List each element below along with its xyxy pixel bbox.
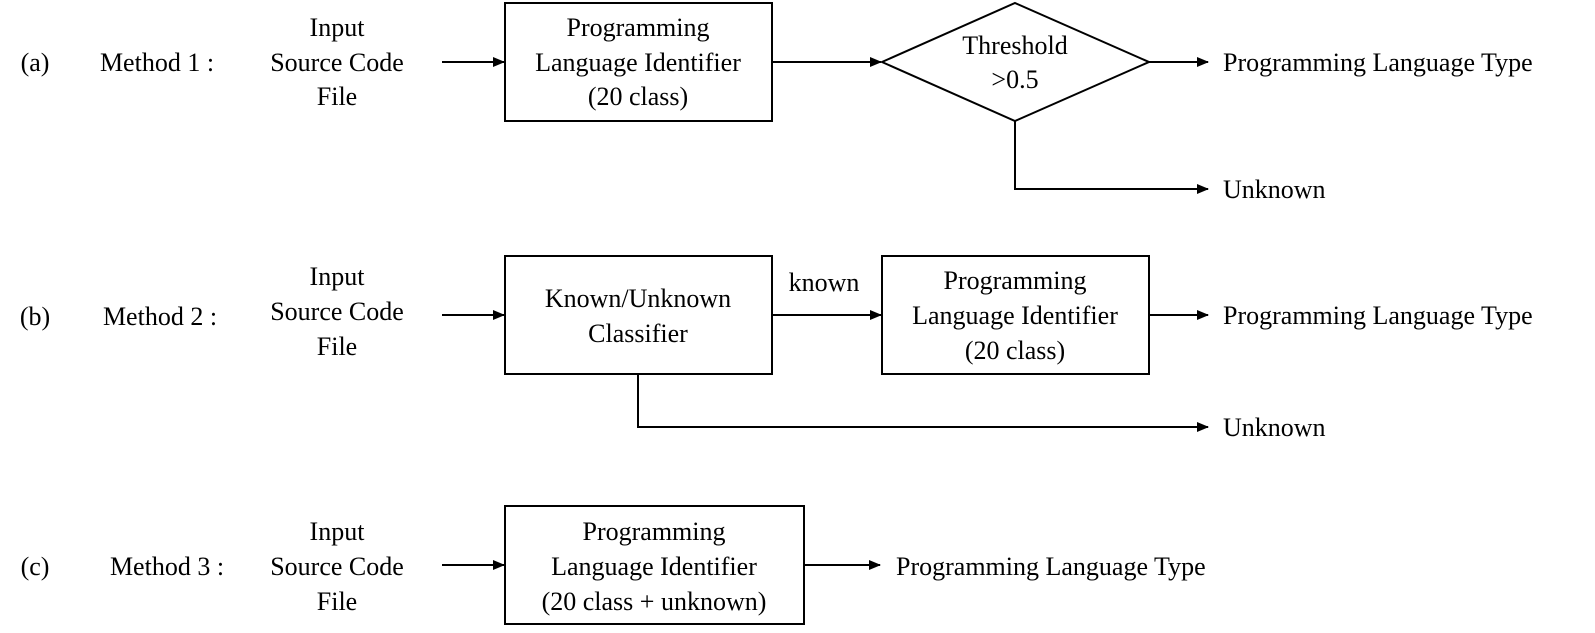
row-c: (c) Method 3 : Input Source Code File Pr… xyxy=(21,505,1206,625)
svg-text:Language Identifier: Language Identifier xyxy=(551,552,757,581)
svg-text:Programming: Programming xyxy=(944,266,1087,295)
svg-text:Input: Input xyxy=(310,13,366,42)
row-a-unknown-label: Unknown xyxy=(1223,175,1326,204)
row-b-identifier-box: Programming Language Identifier (20 clas… xyxy=(881,255,1150,375)
row-a-unknown-arrow xyxy=(1014,121,1209,194)
row-b-unknown-label: Unknown xyxy=(1223,413,1326,442)
row-c-method-label: Method 3 : xyxy=(110,552,224,581)
svg-text:Input: Input xyxy=(310,262,366,291)
svg-text:Classifier: Classifier xyxy=(588,319,688,348)
row-a-input-label: Input Source Code File xyxy=(270,13,404,111)
svg-text:Language Identifier: Language Identifier xyxy=(912,301,1118,330)
svg-text:Known/Unknown: Known/Unknown xyxy=(545,284,731,313)
row-b-method-label: Method 2 : xyxy=(103,302,217,331)
row-b: (b) Method 2 : Input Source Code File Kn… xyxy=(20,255,1533,442)
svg-text:Source Code: Source Code xyxy=(270,48,404,77)
svg-text:(20 class): (20 class) xyxy=(588,82,688,111)
svg-text:File: File xyxy=(317,587,357,616)
row-a-identifier-box: Programming Language Identifier (20 clas… xyxy=(504,2,773,122)
svg-text:Threshold: Threshold xyxy=(962,31,1067,60)
row-c-input-label: Input Source Code File xyxy=(270,517,404,616)
row-a-tag: (a) xyxy=(21,48,50,77)
svg-text:Language Identifier: Language Identifier xyxy=(535,48,741,77)
svg-text:>0.5: >0.5 xyxy=(991,65,1038,94)
svg-text:Input: Input xyxy=(310,517,366,546)
svg-text:Programming: Programming xyxy=(567,13,710,42)
row-b-unknown-arrow xyxy=(637,374,1209,432)
row-a: (a) Method 1 : Input Source Code File Pr… xyxy=(21,1,1533,204)
row-c-identifier-box: Programming Language Identifier (20 clas… xyxy=(504,505,805,625)
svg-text:Programming: Programming xyxy=(583,517,726,546)
svg-text:File: File xyxy=(317,332,357,361)
svg-text:(20 class + unknown): (20 class + unknown) xyxy=(542,587,767,616)
row-c-output-label: Programming Language Type xyxy=(896,552,1206,581)
row-b-input-label: Input Source Code File xyxy=(270,262,404,361)
row-a-method-label: Method 1 : xyxy=(100,48,214,77)
row-a-threshold-decision: Threshold >0.5 xyxy=(879,1,1152,123)
row-b-known-label: known xyxy=(789,268,860,297)
svg-text:Source Code: Source Code xyxy=(270,297,404,326)
svg-text:(20 class): (20 class) xyxy=(965,336,1065,365)
row-b-classifier-box: Known/Unknown Classifier xyxy=(504,255,773,375)
row-b-output-label: Programming Language Type xyxy=(1223,301,1533,330)
svg-text:Source Code: Source Code xyxy=(270,552,404,581)
row-a-output-label: Programming Language Type xyxy=(1223,48,1533,77)
row-b-tag: (b) xyxy=(20,302,50,331)
row-c-tag: (c) xyxy=(21,552,50,581)
svg-text:File: File xyxy=(317,82,357,111)
